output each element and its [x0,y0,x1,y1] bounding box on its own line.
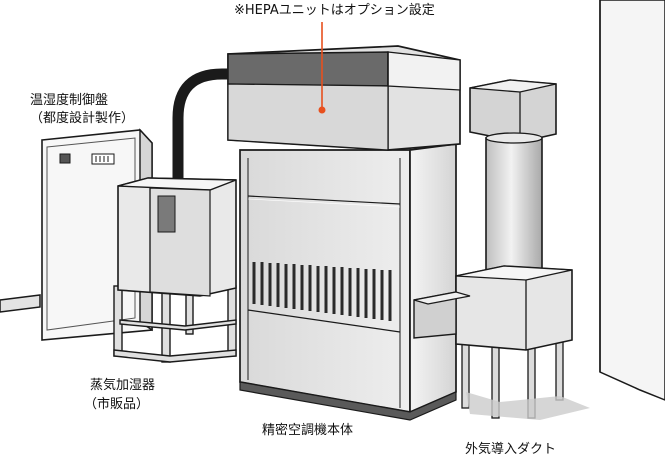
humidifier-stand [113,281,237,363]
intake-grille [252,262,392,321]
controller-label: 温湿度制御盤 [30,93,109,108]
hepa-callout [318,22,326,114]
humidifier-sublabel: （市販品） [84,397,150,412]
controller-sublabel: （都度設計製作） [30,111,135,126]
humidifier-label: 蒸気加湿器 [90,378,156,393]
outside-air-duct [413,79,590,420]
steam-humidifier [117,177,237,297]
duct-label: 外気導入ダクト [465,442,557,457]
steam-hose [172,68,232,186]
main-unit-label: 精密空調機本体 [262,423,354,438]
humidifier-window-icon [157,195,176,233]
controller-display-icon [91,153,115,165]
duct-pipe [485,137,543,277]
main-ac-unit [239,143,457,421]
controller-indicator-icon [59,153,71,164]
hepa-option-note: ※HEPAユニットはオプション設定 [234,3,435,18]
hepa-unit [227,45,461,151]
